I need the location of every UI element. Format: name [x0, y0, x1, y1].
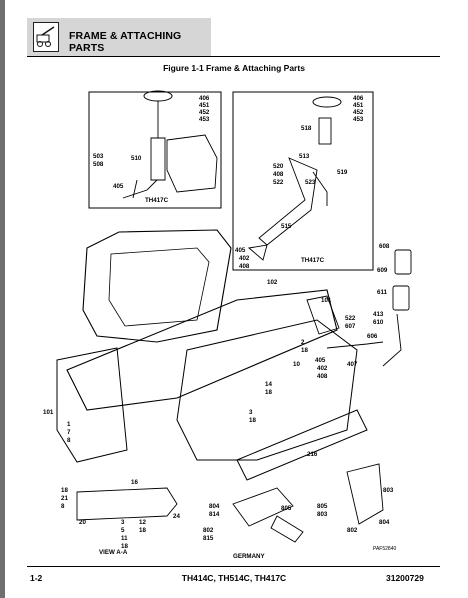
inset-right: 406 451 452 453 518 513 520 408 522 523 …: [232, 91, 374, 271]
part-label: 802: [203, 527, 214, 534]
part-label: 402: [317, 365, 328, 372]
right-detail: 803 805 803 804 802 PAF52840: [317, 463, 396, 552]
germany-detail: 804 814 805 802 815 GERMANY: [203, 487, 304, 560]
part-label: 5: [121, 527, 125, 534]
section-title: FRAME & ATTACHING PARTS: [69, 30, 182, 54]
telehandler-icon: [33, 22, 59, 52]
part-label: 216: [307, 451, 318, 458]
mirror-assembly: 608 609 611 413 610: [373, 243, 412, 367]
part-label: 611: [377, 289, 388, 296]
part-label: 805: [317, 503, 328, 510]
part-label: 610: [373, 319, 384, 326]
header-rule: [27, 56, 440, 57]
part-label: 18: [265, 389, 272, 396]
part-label: 402: [239, 255, 250, 262]
part-label: 7: [67, 429, 71, 436]
part-label: 3: [121, 519, 125, 526]
part-label: 408: [273, 171, 284, 178]
inset-code: TH417C: [301, 257, 325, 264]
part-label: 8: [67, 437, 71, 444]
part-label: 18: [61, 487, 68, 494]
part-label: 2: [301, 339, 305, 346]
part-label: 518: [301, 125, 312, 132]
part-label: 101: [321, 297, 332, 304]
part-label: 608: [379, 243, 390, 250]
section-header: FRAME & ATTACHING PARTS: [27, 18, 211, 56]
part-label: 519: [337, 169, 348, 176]
part-label: 24: [173, 513, 180, 520]
part-label: 510: [131, 155, 142, 162]
drawing-id: PAF52840: [373, 546, 396, 552]
part-label: 503: [93, 153, 104, 160]
part-label: 405: [113, 183, 124, 190]
part-label: 413: [373, 311, 384, 318]
part-label: 406: [353, 95, 364, 102]
part-label: 804: [209, 503, 220, 510]
part-label: 18: [301, 347, 308, 354]
part-label: 18: [121, 543, 128, 550]
part-label: 406: [199, 95, 210, 102]
part-label: 10: [293, 361, 300, 368]
footer-models: TH414C, TH514C, TH417C: [181, 573, 287, 583]
part-label: 20: [79, 519, 86, 526]
part-label: 815: [203, 535, 214, 542]
part-label: 508: [93, 161, 104, 168]
part-label: 453: [353, 116, 364, 123]
part-label: 607: [345, 323, 356, 330]
part-label: 802: [347, 527, 358, 534]
part-label: 102: [267, 279, 278, 286]
part-label: 520: [273, 163, 284, 170]
part-label: 609: [377, 267, 388, 274]
part-label: 803: [383, 487, 394, 494]
part-label: 451: [199, 102, 210, 109]
parts-diagram: 406 451 452 453 510 503 508 405 TH417C 4…: [43, 90, 412, 560]
footer-rule: [27, 566, 440, 567]
part-label: 18: [249, 417, 256, 424]
part-label: 21: [61, 495, 68, 502]
doc-number: 31200729: [386, 573, 424, 583]
view-caption: GERMANY: [233, 553, 265, 560]
inset-code: TH417C: [145, 197, 169, 204]
inset-left-labels: 406 451 452 453 510 503 508 405 TH417C: [93, 95, 210, 204]
part-label: 805: [281, 505, 292, 512]
inset-right-labels: 406 451 452 453 518 513 520 408 522 523 …: [235, 95, 364, 270]
part-label: 804: [379, 519, 390, 526]
page-edge-bar: [0, 0, 5, 598]
view-caption: VIEW A-A: [99, 549, 128, 556]
part-label: 452: [353, 109, 364, 116]
part-label: 12: [139, 519, 146, 526]
part-label: 522: [273, 179, 284, 186]
part-label: 408: [239, 263, 250, 270]
part-label: 523: [305, 179, 316, 186]
figure-title: Figure 1-1 Frame & Attaching Parts: [163, 63, 305, 73]
part-label: 452: [199, 109, 210, 116]
inset-left: 406 451 452 453 510 503 508 405 TH417C: [88, 90, 222, 209]
part-label: 513: [299, 153, 310, 160]
part-label: 14: [265, 381, 272, 388]
part-label: 18: [139, 527, 146, 534]
part-label: 405: [315, 357, 326, 364]
part-label: 16: [131, 479, 138, 486]
main-frame: 102 101 522 607 606 2 18 10 405 407 402 …: [43, 229, 384, 481]
part-label: 8: [61, 503, 65, 510]
part-label: 522: [345, 315, 356, 322]
part-label: 814: [209, 511, 220, 518]
part-label: 101: [43, 409, 54, 416]
part-label: 515: [281, 223, 292, 230]
part-label: 3: [249, 409, 253, 416]
part-label: 451: [353, 102, 364, 109]
part-label: 1: [67, 421, 71, 428]
page-number: 1-2: [30, 573, 43, 583]
part-label: 408: [317, 373, 328, 380]
part-label: 405: [235, 247, 246, 254]
part-label: 606: [367, 333, 378, 340]
part-label: 803: [317, 511, 328, 518]
part-label: 11: [121, 535, 128, 542]
part-label: 407: [347, 361, 358, 368]
part-label: 453: [199, 116, 210, 123]
view-aa-detail: 16 18 21 8 20 3 5 11 18 12 18 24 VIEW A-…: [61, 479, 180, 556]
